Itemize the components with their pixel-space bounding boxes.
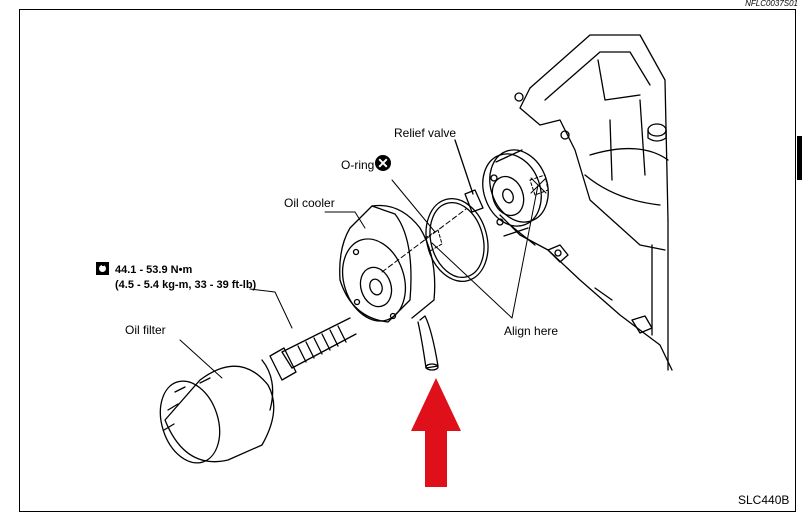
relief-valve-label: Relief valve — [394, 126, 456, 140]
mounting-flange — [482, 149, 549, 237]
torque-imperial-value: (4.5 - 5.4 kg-m, 33 - 39 ft-lb) — [115, 279, 257, 291]
oil-cooler — [339, 204, 439, 371]
do-not-reuse-icon — [375, 155, 391, 171]
inspection-arrow — [411, 378, 461, 487]
oil-cooler-label: Oil cooler — [284, 196, 335, 210]
torque-wrench-icon — [96, 262, 109, 275]
connector-bolt — [269, 317, 357, 381]
engine-block — [499, 34, 673, 371]
oil-filter — [159, 359, 275, 464]
o-ring — [425, 198, 489, 282]
torque-metric-value: 44.1 - 53.9 N•m — [115, 264, 192, 276]
oil-filter-label: Oil filter — [125, 323, 166, 337]
align-here-label: Align here — [504, 324, 558, 338]
reference-code: NFLC0037S01 — [745, 0, 798, 8]
edge-tab — [797, 136, 802, 180]
leader-lines — [179, 174, 549, 379]
figure-frame — [19, 9, 796, 512]
relief-valve — [454, 139, 484, 213]
figure-code: SLC440B — [738, 493, 789, 507]
o-ring-label: O-ring — [341, 158, 374, 172]
